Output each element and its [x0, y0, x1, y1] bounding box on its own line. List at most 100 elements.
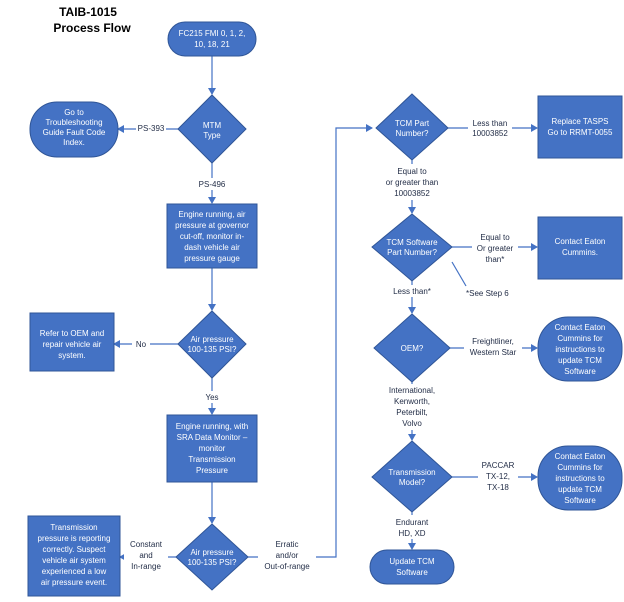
contact3-line-1: Contact Eaton: [555, 452, 606, 461]
label-freightliner-line-2: Western Star: [470, 348, 517, 357]
engine2-line-3: monitor: [199, 444, 226, 453]
label-erratic-line-3: Out-of-range: [264, 562, 310, 571]
contact3-line-5: Software: [564, 496, 596, 505]
air-pressure-decision-2: [175, 523, 249, 591]
contact-eaton-update-tcm-terminator-1: [537, 316, 623, 382]
tcm-software-part-number-decision: [371, 213, 453, 282]
start-line-1: FC215 FMI 0, 1, 2,: [179, 29, 246, 38]
label-constant-line-3: In-range: [131, 562, 161, 571]
air1-line-2: 100-135 PSI?: [188, 345, 237, 354]
contact2-line-3: instructions to: [555, 345, 605, 354]
oem-line-1: OEM?: [401, 344, 424, 353]
goto-line-2: Troubleshooting: [45, 118, 102, 127]
contact2-line-1: Contact Eaton: [555, 323, 606, 332]
label-less-than-sw: Less than*: [393, 287, 431, 296]
transmodel-line-1: Transmission: [388, 468, 435, 477]
label-equal-greater-sw-line-3: than*: [486, 255, 505, 264]
update-line-1: Update TCM: [389, 557, 435, 566]
label-international-line-1: International,: [389, 386, 435, 395]
transmission-model-decision: [371, 440, 453, 513]
engine1-line-4: dash vehicle air: [184, 243, 240, 252]
label-ps496: PS-496: [199, 180, 226, 189]
engine1-line-5: pressure gauge: [184, 254, 240, 263]
contact1-line-1: Contact Eaton: [555, 237, 606, 246]
air1-line-1: Air pressure: [190, 335, 234, 344]
engine2-line-5: Pressure: [196, 466, 229, 475]
label-constant-line-2: and: [139, 551, 152, 560]
start-terminator: [167, 21, 257, 57]
label-erratic-line-2: and/or: [276, 551, 299, 560]
label-less-than-part-line-1: Less than: [473, 119, 508, 128]
label-erratic-line-1: Erratic: [275, 540, 298, 549]
label-see-step: *See Step 6: [466, 289, 509, 298]
refer-line-1: Refer to OEM and: [40, 329, 104, 338]
engine1-line-1: Engine running, air: [178, 210, 245, 219]
transcorrect-line-2: pressure is reporting: [38, 534, 111, 543]
label-equal-greater-part-line-2: or greater than: [386, 178, 438, 187]
label-endurant-line-1: Endurant: [396, 518, 429, 527]
engine2-line-4: Transmission: [188, 455, 235, 464]
goto-troubleshooting-terminator: [29, 101, 119, 158]
connector-see-step-pointer: [451, 261, 467, 287]
replace-tasps-box: [537, 95, 623, 159]
mtm-type-decision: [177, 94, 247, 164]
transmission-pressure-correct-box: [27, 515, 121, 597]
air2-line-2: 100-135 PSI?: [188, 558, 237, 567]
start-line-2: 10, 18, 21: [194, 40, 230, 49]
transcorrect-line-3: correctly. Suspect: [43, 545, 107, 554]
engine-running-monitor-gauge-box: [166, 203, 258, 269]
contact-eaton-cummins-box: [537, 216, 623, 280]
oem-decision: [373, 313, 451, 383]
transcorrect-line-1: Transmission: [50, 523, 97, 532]
tcmsw-line-2: Part Number?: [387, 248, 437, 257]
engine1-line-2: pressure at governor: [175, 221, 249, 230]
label-international-line-4: Volvo: [402, 419, 422, 428]
transcorrect-line-6: air pressure event.: [41, 578, 107, 587]
contact-eaton-update-tcm-terminator-2: [537, 445, 623, 511]
update-tcm-software-terminator: [369, 549, 455, 585]
transmodel-line-2: Model?: [399, 478, 426, 487]
transcorrect-line-4: vehicle air system: [42, 556, 106, 565]
refer-line-3: system.: [58, 351, 86, 360]
engine1-line-3: cut-off, monitor in-: [180, 232, 245, 241]
label-equal-greater-part-line-3: 10003852: [394, 189, 430, 198]
label-paccar-line-2: TX-12,: [486, 472, 510, 481]
update-line-2: Software: [396, 568, 428, 577]
mtm-type-line-2: Type: [203, 131, 221, 140]
label-no: No: [136, 340, 147, 349]
contact3-line-3: instructions to: [555, 474, 605, 483]
transcorrect-line-5: experienced a low: [42, 567, 107, 576]
label-international-line-2: Kenworth,: [394, 397, 430, 406]
goto-line-4: Index.: [63, 138, 85, 147]
contact3-line-2: Cummins for: [557, 463, 603, 472]
label-equal-greater-sw-line-1: Equal to: [480, 233, 510, 242]
replace-line-2: Go to RRMT-0055: [548, 128, 613, 137]
label-equal-greater-sw-line-2: Or greater: [477, 244, 514, 253]
connector-air2-to-tcm-part: [248, 124, 373, 558]
air2-line-1: Air pressure: [190, 548, 234, 557]
page-subtitle: Process Flow: [53, 21, 131, 35]
tcmsw-line-1: TCM Software: [386, 238, 438, 247]
tcmpart-line-1: TCM Part: [395, 119, 430, 128]
mtm-type-line-1: MTM: [203, 121, 222, 130]
contact1-line-2: Cummins.: [562, 248, 598, 257]
tcm-part-number-decision: [375, 93, 449, 161]
goto-line-1: Go to: [64, 108, 84, 117]
page-title: TAIB-1015: [59, 5, 117, 19]
label-paccar-line-3: TX-18: [487, 483, 509, 492]
engine-running-sra-monitor-box: [166, 414, 258, 483]
engine2-line-1: Engine running, with: [176, 422, 249, 431]
label-ps393: PS-393: [138, 124, 165, 133]
label-yes: Yes: [205, 393, 218, 402]
label-less-than-part-line-2: 10003852: [472, 129, 508, 138]
edge-labels: PS-393 PS-496 No Yes Constant and In-ran…: [124, 116, 522, 574]
goto-line-3: Guide Fault Code: [43, 128, 106, 137]
engine2-line-2: SRA Data Monitor –: [177, 433, 248, 442]
label-freightliner-line-1: Freightliner,: [472, 337, 514, 346]
label-international-line-3: Peterbilt,: [396, 408, 428, 417]
refer-oem-box: [29, 312, 115, 372]
replace-line-1: Replace TASPS: [551, 117, 608, 126]
air-pressure-decision-1: [177, 310, 247, 379]
label-constant-line-1: Constant: [130, 540, 163, 549]
